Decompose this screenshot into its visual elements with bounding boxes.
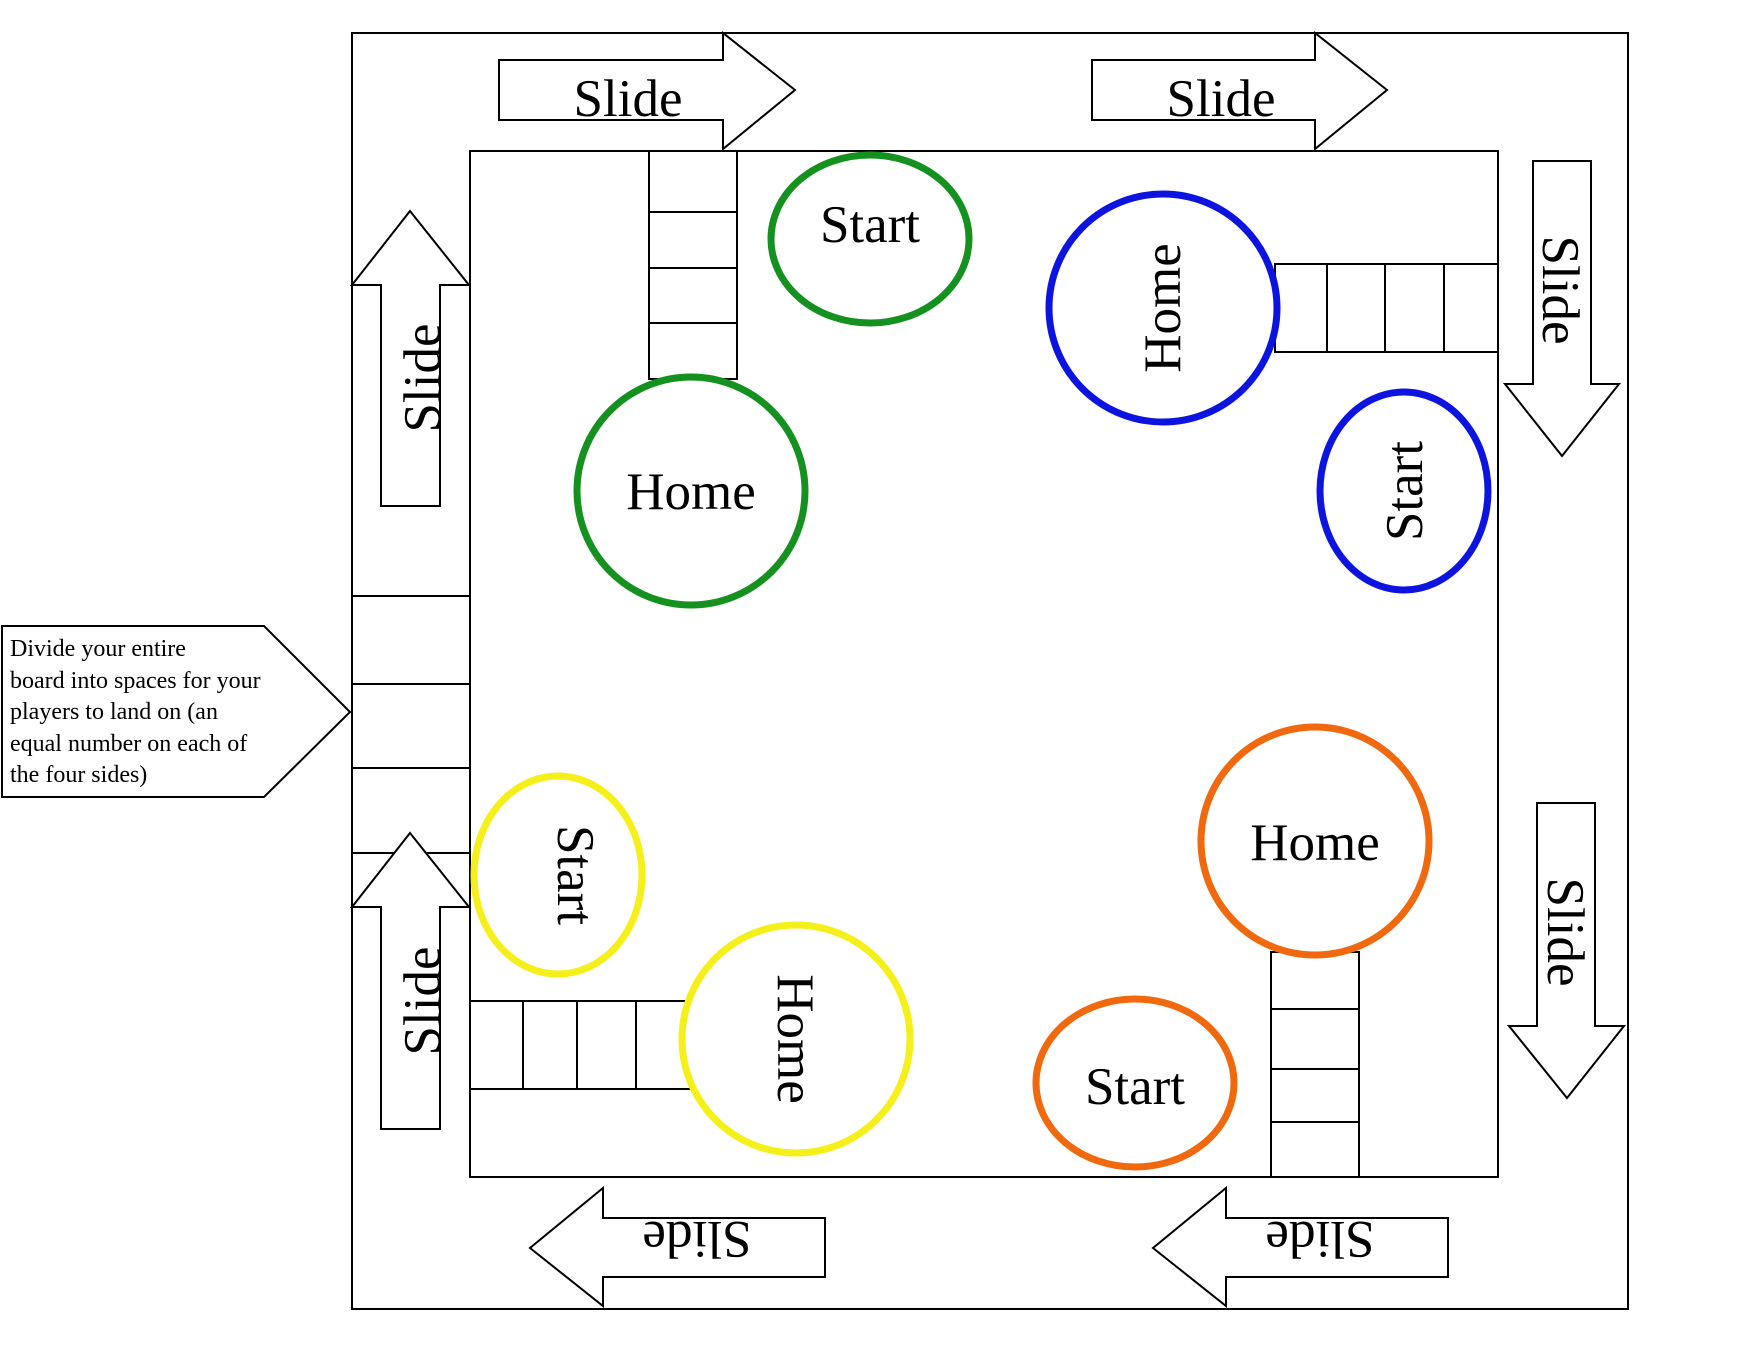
slide-arrow-bottom-1: Slide [528, 1185, 826, 1309]
orange-home-circle: Home [1197, 723, 1433, 959]
slide-label: Slide [1536, 878, 1594, 987]
callout-line-1: Divide your entire [10, 636, 186, 662]
slide-arrow-top-2: Slide [1091, 30, 1389, 152]
start-label: Start [546, 825, 604, 925]
slide-arrow-top-1: Slide [498, 30, 797, 152]
slide-label: Slide [394, 324, 452, 433]
start-label: Start [1085, 1058, 1185, 1116]
blue-home-ladder [1274, 263, 1499, 353]
green-home-circle: Home [573, 373, 809, 609]
slide-label: Slide [574, 70, 683, 128]
callout-line-5: the four sides) [10, 762, 147, 788]
inner-board-border [469, 150, 1499, 1178]
slide-arrow-right-2: Slide [1506, 802, 1627, 1100]
yellow-start-circle: Start [470, 772, 646, 978]
slide-arrow-left-2: Slide [349, 831, 472, 1130]
slide-label: Slide [1531, 236, 1589, 345]
yellow-home-circle: Home [678, 921, 914, 1157]
slide-arrow-left-1: Slide [349, 209, 472, 507]
callout-line-4: equal number on each of [10, 731, 247, 757]
start-label: Start [820, 196, 920, 254]
slide-label: Slide [643, 1210, 752, 1268]
home-label: Home [766, 974, 824, 1104]
instruction-callout: Divide your entire board into spaces for… [1, 625, 352, 798]
slide-arrow-bottom-2: Slide [1151, 1185, 1449, 1309]
slide-label: Slide [394, 947, 452, 1056]
yellow-home-ladder [469, 1000, 691, 1090]
track-space-dividers [352, 595, 470, 854]
slide-label: Slide [1266, 1210, 1375, 1268]
orange-start-circle: Start [1032, 995, 1238, 1171]
green-home-ladder [648, 150, 738, 380]
blue-home-circle: Home [1045, 190, 1281, 426]
blue-start-circle: Start [1316, 388, 1492, 594]
orange-home-ladder [1270, 951, 1360, 1178]
slide-arrow-right-1: Slide [1502, 160, 1622, 458]
home-label: Home [1250, 814, 1380, 872]
start-label: Start [1376, 441, 1434, 541]
home-label: Home [626, 463, 756, 521]
green-start-circle: Start [767, 151, 973, 327]
callout-line-3: players to land on (an [10, 699, 218, 725]
slide-label: Slide [1167, 70, 1276, 128]
outer-board-border [351, 32, 1629, 1310]
home-label: Home [1134, 243, 1192, 373]
callout-line-2: board into spaces for your [10, 668, 261, 694]
